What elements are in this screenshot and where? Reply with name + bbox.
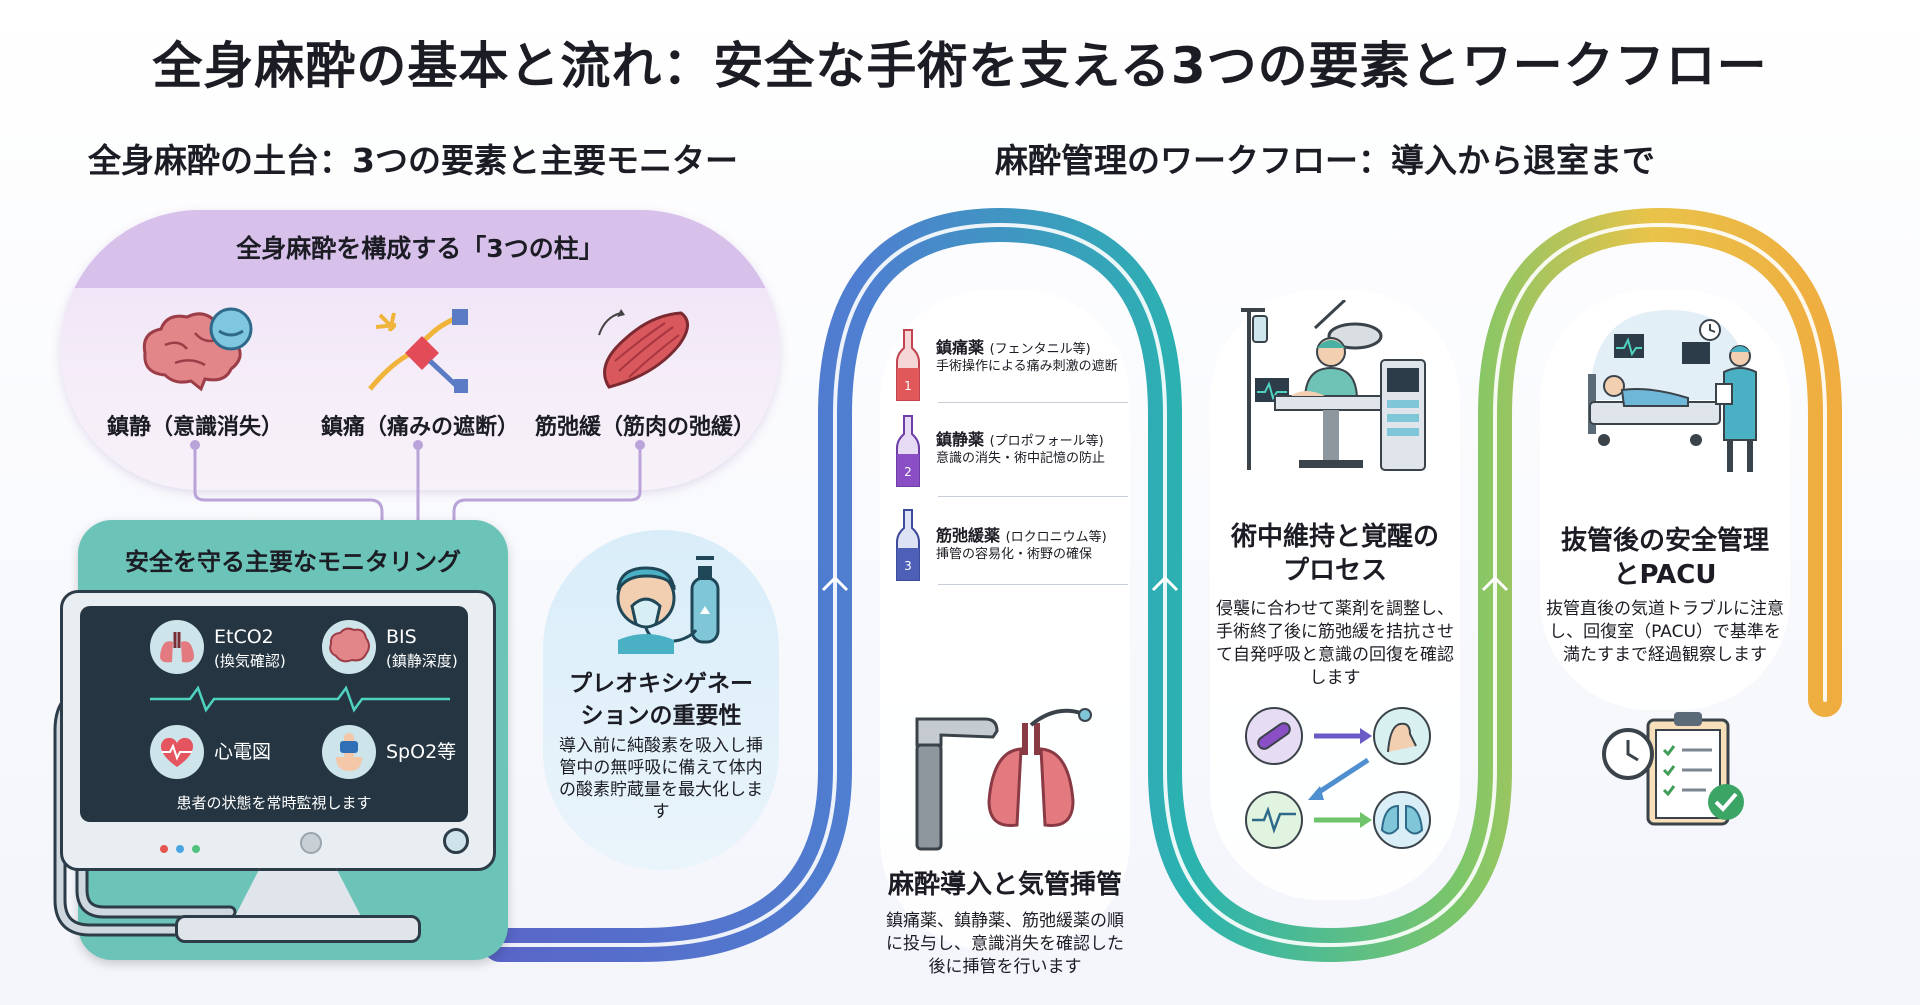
checklist-clock-icon bbox=[1602, 712, 1744, 826]
nerve-block-icon bbox=[368, 309, 468, 393]
step-title-line: 抜管後の安全管理 bbox=[1560, 526, 1769, 556]
step-title-maintenance: 術中維持と覚醒のプロセス bbox=[1210, 520, 1460, 588]
pillars-panel: 全身麻酔を構成する「3つの柱」 鎮静（意識消失） 鎮痛（痛みの遮断） 筋弛緩（筋… bbox=[60, 210, 780, 490]
pillar-label: 鎮痛（痛みの遮断） bbox=[320, 415, 519, 440]
laryngoscope-lungs-icon bbox=[915, 708, 1092, 851]
step-title-pacu: 抜管後の安全管理とPACU bbox=[1540, 524, 1790, 592]
step-description-induction: 鎮痛薬、鎮静薬、筋弛緩薬の順に投与し、意識消失を確認した後に挿管を行います bbox=[886, 911, 1124, 977]
drug-example: (プロポフォール等) bbox=[989, 434, 1104, 449]
monitor-item-label: SpO2等 bbox=[386, 741, 457, 763]
page-title: 全身麻酔の基本と流れ：安全な手術を支える3つの要素とワークフロー bbox=[152, 37, 1768, 95]
drug-description: 挿管の容易化・術野の確保 bbox=[936, 547, 1093, 562]
monitor-item-ecg: 心電図 bbox=[150, 725, 340, 785]
drug-description: 手術操作による痛み刺激の遮断 bbox=[936, 359, 1118, 374]
finger-sensor-icon bbox=[322, 725, 376, 779]
step-description-maintenance: 侵襲に合わせて薬剤を調整し、手術終了後に筋弛緩を拮抗させて自発呼吸と意識の回復を… bbox=[1216, 599, 1454, 688]
drug-name: 鎮静薬 bbox=[936, 430, 985, 449]
drug-muscle-relaxant: 筋弛緩薬 (ロクロニウム等) 挿管の容易化・術野の確保 bbox=[936, 522, 1166, 564]
monitor-item-label: BIS bbox=[386, 626, 417, 648]
pillar-muscle-relaxation: 筋弛緩（筋肉の弛緩） bbox=[535, 305, 755, 441]
step-title-line: プロセス bbox=[1282, 556, 1387, 586]
drug-name: 鎮痛薬 bbox=[936, 338, 985, 357]
pillar-label: 鎮静（意識消失） bbox=[106, 415, 283, 440]
drug-sedative: 鎮静薬 (プロポフォール等) 意識の消失・術中記憶の防止 bbox=[936, 426, 1166, 468]
monitor-item-label: EtCO2 bbox=[214, 626, 274, 648]
monitor-knob bbox=[300, 832, 322, 854]
divider bbox=[938, 496, 1128, 497]
monitor-base bbox=[175, 915, 421, 943]
drug-number: 2 bbox=[904, 465, 912, 479]
step-title-line: 術中維持と覚醒の bbox=[1230, 522, 1439, 552]
divider bbox=[938, 402, 1128, 403]
divider bbox=[938, 584, 1128, 585]
step-title-induction: 麻酔導入と気管挿管 bbox=[887, 870, 1122, 900]
drug-name: 筋弛緩薬 bbox=[936, 526, 1001, 545]
preoxygenation-description: 導入前に純酸素を吸入し挿管中の無呼吸に備えて体内の酸素貯蔵量を最大化します bbox=[559, 736, 763, 822]
recovery-cycle-icons bbox=[1245, 707, 1431, 849]
drug-example: (フェンタニル等) bbox=[989, 342, 1091, 357]
ampoule-icon: 1 bbox=[896, 329, 920, 401]
heart-icon bbox=[150, 725, 204, 779]
monitoring-title: 安全を守る主要なモニタリング bbox=[125, 548, 461, 576]
drug-analgesic: 鎮痛薬 (フェンタニル等) 手術操作による痛み刺激の遮断 bbox=[936, 334, 1166, 376]
drug-number: 3 bbox=[904, 559, 912, 573]
pillars-header: 全身麻酔を構成する「3つの柱」 bbox=[60, 210, 780, 288]
ampoule-icon: 2 bbox=[896, 415, 920, 487]
preoxygenation-title-line: プレオキシゲネー bbox=[569, 671, 753, 697]
monitor-screen bbox=[80, 606, 468, 822]
pillar-analgesia: 鎮痛（痛みの遮断） bbox=[310, 305, 530, 441]
muscle-icon bbox=[598, 309, 689, 389]
operating-room-icon bbox=[1241, 300, 1426, 471]
preoxygenation-title: プレオキシゲネーションの重要性 bbox=[543, 668, 779, 732]
monitor-indicator-lights bbox=[160, 838, 200, 857]
monitor-item-bis: BIS (鎮静深度) bbox=[322, 620, 512, 680]
drug-description: 意識の消失・術中記憶の防止 bbox=[936, 451, 1106, 466]
monitor-item-spo2: SpO2等 bbox=[322, 725, 512, 785]
monitor-power-button bbox=[443, 828, 469, 854]
step-title-line: とPACU bbox=[1613, 560, 1717, 590]
lungs-icon bbox=[150, 620, 204, 674]
pillar-label: 筋弛緩（筋肉の弛緩） bbox=[535, 415, 756, 440]
ampoule-icon: 3 bbox=[896, 509, 920, 581]
pacu-patient-icon bbox=[1588, 310, 1757, 472]
brain-icon bbox=[142, 307, 253, 392]
monitor-item-sub: (換気確認) bbox=[214, 652, 286, 670]
oxygen-mask-icon bbox=[616, 556, 720, 654]
right-section-title: 麻酔管理のワークフロー：導入から退室まで bbox=[995, 141, 1655, 180]
brain-icon bbox=[322, 620, 376, 674]
left-section-title: 全身麻酔の土台：3つの要素と主要モニター bbox=[88, 141, 738, 180]
drug-number: 1 bbox=[904, 379, 912, 393]
preoxygenation-title-line: ションの重要性 bbox=[580, 703, 742, 729]
monitor-item-sub: (鎮静深度) bbox=[386, 652, 458, 670]
step-description-pacu: 抜管直後の気道トラブルに注意し、回復室（PACU）で基準を満たすまで経過観察しま… bbox=[1546, 599, 1784, 665]
drug-example: (ロクロニウム等) bbox=[1005, 530, 1107, 545]
pillar-connectors bbox=[190, 440, 645, 525]
pillar-sedation: 鎮静（意識消失） bbox=[85, 305, 305, 441]
monitoring-caption: 患者の状態を常時監視します bbox=[176, 794, 372, 812]
monitor-item-label: 心電図 bbox=[214, 741, 272, 763]
waveform-trace bbox=[150, 685, 450, 713]
monitor-item-etco2: EtCO2 (換気確認) bbox=[150, 620, 340, 680]
